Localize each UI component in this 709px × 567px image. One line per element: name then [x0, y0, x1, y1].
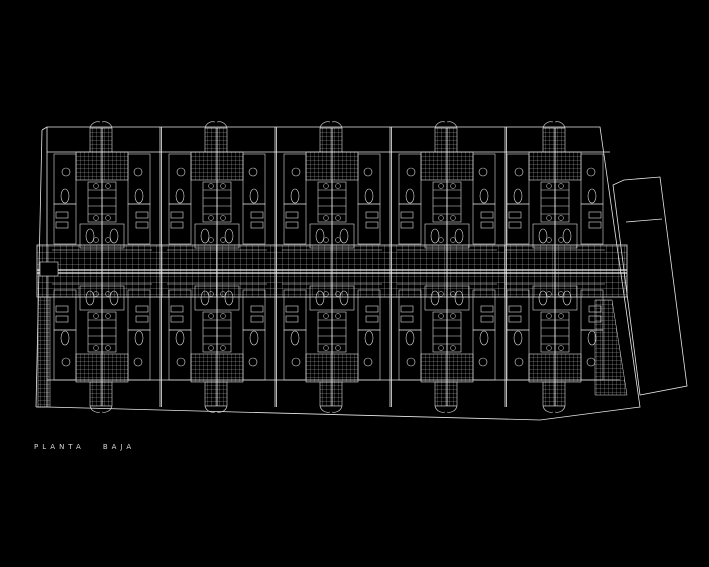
- title-word-planta: PLANTA: [34, 443, 85, 451]
- title-word-baja: BAJA: [102, 443, 136, 451]
- annex-outline: [612, 176, 688, 396]
- drawing-title: PLANTA BAJA: [34, 443, 135, 451]
- units-bottom-row: [51, 281, 606, 413]
- units-top-row: [51, 121, 606, 253]
